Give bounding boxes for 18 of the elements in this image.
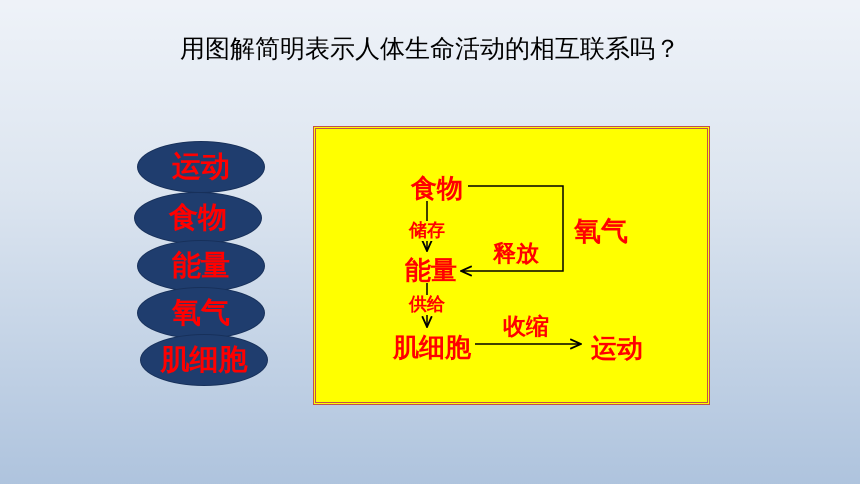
oval-label: 肌细胞 [140, 334, 268, 386]
edge-label: 供给 [408, 295, 446, 315]
diagram-panel [313, 126, 710, 405]
term-label: 运动 [584, 331, 650, 365]
side-label: 氧气 [573, 217, 629, 247]
term-label: 食物 [405, 172, 469, 204]
oval-label: 能量 [137, 240, 265, 292]
oval-label: 氧气 [137, 287, 265, 339]
edge-label: 收缩 [502, 315, 550, 340]
edge-label: 储存 [408, 221, 446, 241]
oval-label: 运动 [137, 141, 265, 193]
arrow [475, 338, 582, 350]
oval-label: 食物 [134, 192, 262, 244]
arrow [460, 185, 564, 277]
term-label: 肌细胞 [386, 330, 478, 364]
title: 用图解简明表示人体生命活动的相互联系吗？ [179, 33, 681, 65]
term-label: 能量 [400, 254, 462, 286]
edge-label: 释放 [492, 242, 540, 268]
